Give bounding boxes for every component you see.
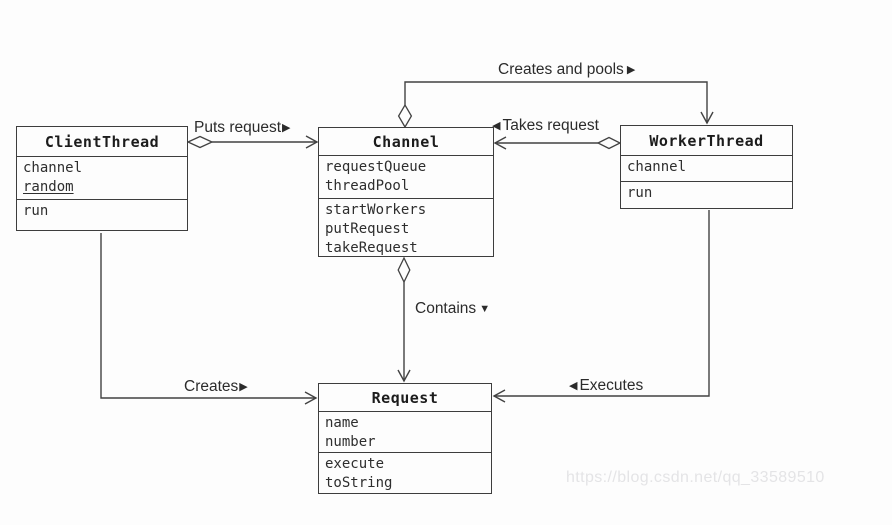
arrow-right-icon: ▶ — [282, 122, 291, 134]
attributes-section: channel random — [17, 156, 187, 199]
arrow-down-icon: ▼ — [479, 303, 491, 315]
class-title: Request — [371, 388, 439, 407]
attributes-section: requestQueue threadPool — [319, 155, 493, 198]
connector-takes-request — [493, 136, 622, 150]
label-text: Puts request — [194, 119, 282, 136]
class-title: ClientThread — [44, 132, 160, 151]
relationship-label-contains: Contains▼ — [415, 300, 490, 318]
method: takeRequest — [325, 240, 418, 256]
class-title: WorkerThread — [649, 131, 764, 150]
attribute: requestQueue — [325, 159, 427, 175]
attribute: random — [23, 179, 74, 195]
class-worker-thread: WorkerThread channel run — [620, 125, 793, 209]
label-text: Creates — [184, 378, 239, 395]
label-text: Takes request — [502, 117, 599, 134]
label-text: Contains — [415, 300, 477, 317]
attribute: number — [325, 434, 376, 450]
methods-section: execute toString — [319, 452, 491, 493]
label-text: Executes — [579, 377, 644, 394]
connector-creates — [100, 233, 318, 405]
method: putRequest — [325, 221, 410, 237]
relationship-label-executes: ◀Executes — [569, 377, 643, 395]
class-title: Channel — [372, 132, 440, 151]
arrow-right-icon: ▶ — [239, 381, 248, 393]
attribute: channel — [627, 159, 687, 175]
method: execute — [325, 456, 385, 472]
class-request: Request name number execute toString — [318, 383, 492, 494]
relationship-label-creates-and-pools: Creates and pools▶ — [498, 61, 635, 79]
class-client-thread: ClientThread channel random run — [16, 126, 188, 231]
connector-puts-request — [186, 135, 319, 149]
method: toString — [325, 475, 393, 491]
relationship-label-takes-request: ◀Takes request — [492, 117, 599, 135]
connector-creates-and-pools — [397, 81, 714, 129]
connector-contains — [397, 256, 411, 383]
method: startWorkers — [325, 202, 427, 218]
label-text: Creates and pools — [498, 61, 624, 78]
watermark: https://blog.csdn.net/qq_33589510 — [566, 469, 825, 486]
method: run — [23, 203, 49, 219]
methods-section: startWorkers putRequest takeRequest — [319, 198, 493, 256]
attributes-section: channel — [621, 155, 792, 181]
connector-executes — [492, 210, 710, 403]
class-channel: Channel requestQueue threadPool startWor… — [318, 127, 494, 257]
attribute: channel — [23, 160, 83, 176]
arrow-right-icon: ▶ — [626, 64, 636, 76]
methods-section: run — [17, 199, 187, 230]
methods-section: run — [621, 181, 792, 208]
arrow-left-icon: ◀ — [492, 120, 501, 132]
attributes-section: name number — [319, 411, 491, 452]
attribute: threadPool — [325, 178, 410, 194]
arrow-left-icon: ◀ — [569, 380, 578, 392]
attribute: name — [325, 415, 359, 431]
relationship-label-creates: Creates▶ — [184, 378, 248, 396]
method: run — [627, 185, 653, 201]
relationship-label-puts-request: Puts request▶ — [194, 119, 291, 137]
